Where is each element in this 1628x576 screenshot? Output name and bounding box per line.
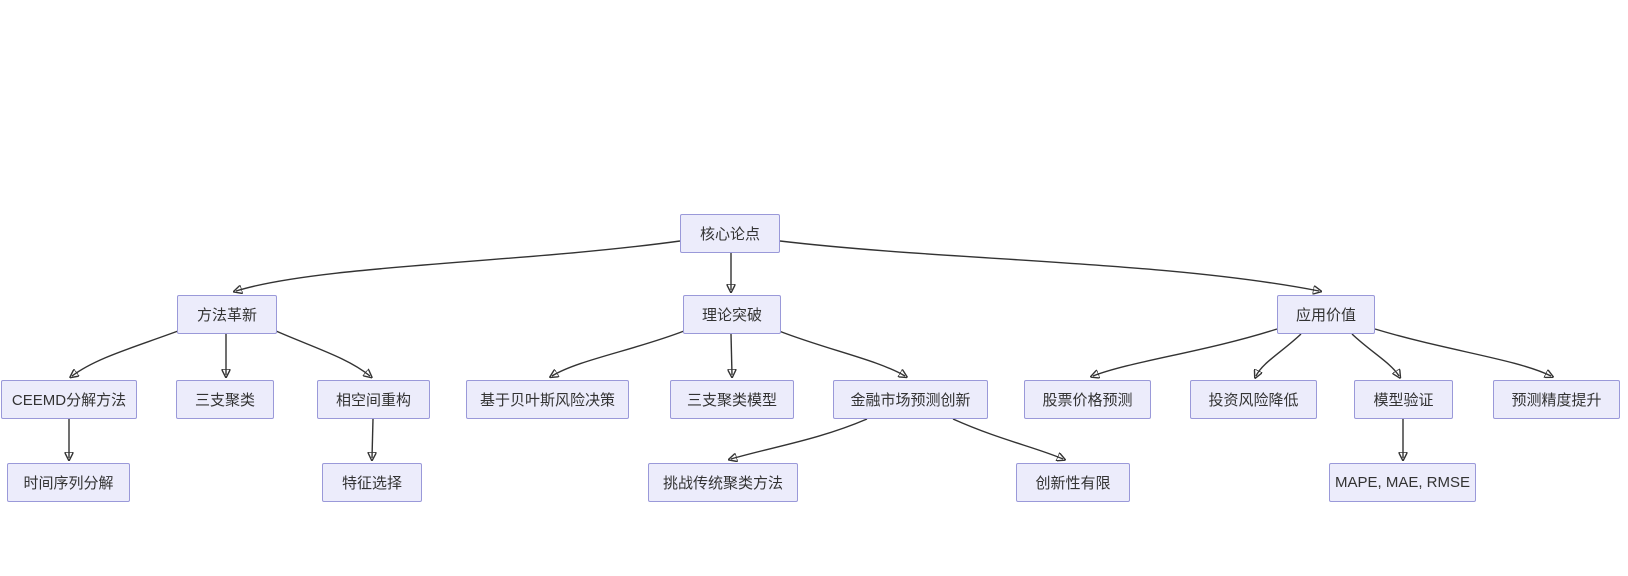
node-bayesian-risk-decision: 基于贝叶斯风险决策 — [466, 380, 629, 419]
edge-core-method — [236, 240, 681, 291]
node-core-thesis: 核心论点 — [680, 214, 780, 253]
edge-method-phase — [275, 330, 370, 376]
edge-phase-feature — [372, 418, 373, 458]
node-financial-market-forecast-innovation: 金融市场预测创新 — [833, 380, 988, 419]
node-investment-risk-reduction: 投资风险降低 — [1190, 380, 1317, 419]
node-three-way-clustering: 三支聚类 — [176, 380, 274, 419]
node-three-way-clustering-model: 三支聚类模型 — [670, 380, 794, 419]
node-evaluation-metrics: MAPE, MAE, RMSE — [1329, 463, 1476, 502]
edge-core-application — [779, 240, 1319, 291]
node-challenge-traditional-clustering: 挑战传统聚类方法 — [648, 463, 798, 502]
node-ceemd-decomposition-method: CEEMD分解方法 — [1, 380, 137, 419]
edge-application-stock — [1093, 328, 1278, 376]
node-feature-selection: 特征选择 — [322, 463, 422, 502]
edge-theory-finance — [778, 330, 905, 376]
node-method-innovation: 方法革新 — [177, 295, 277, 334]
node-time-series-decomposition: 时间序列分解 — [7, 463, 130, 502]
edge-application-validation — [1351, 333, 1399, 376]
node-prediction-accuracy-improvement: 预测精度提升 — [1493, 380, 1620, 419]
edge-application-risk — [1256, 333, 1302, 376]
edge-finance-limited — [952, 418, 1063, 459]
node-application-value: 应用价值 — [1277, 295, 1375, 334]
node-limited-innovation: 创新性有限 — [1016, 463, 1130, 502]
edge-theory-bayes — [552, 330, 685, 376]
edge-application-precision — [1374, 328, 1551, 376]
node-stock-price-prediction: 股票价格预测 — [1024, 380, 1151, 419]
node-phase-space-reconstruction: 相空间重构 — [317, 380, 430, 419]
node-theory-breakthrough: 理论突破 — [683, 295, 781, 334]
edge-finance-challenge — [731, 418, 868, 459]
node-model-validation: 模型验证 — [1354, 380, 1453, 419]
edge-method-ceemd — [72, 330, 179, 376]
edge-theory-twmodel — [731, 333, 732, 375]
